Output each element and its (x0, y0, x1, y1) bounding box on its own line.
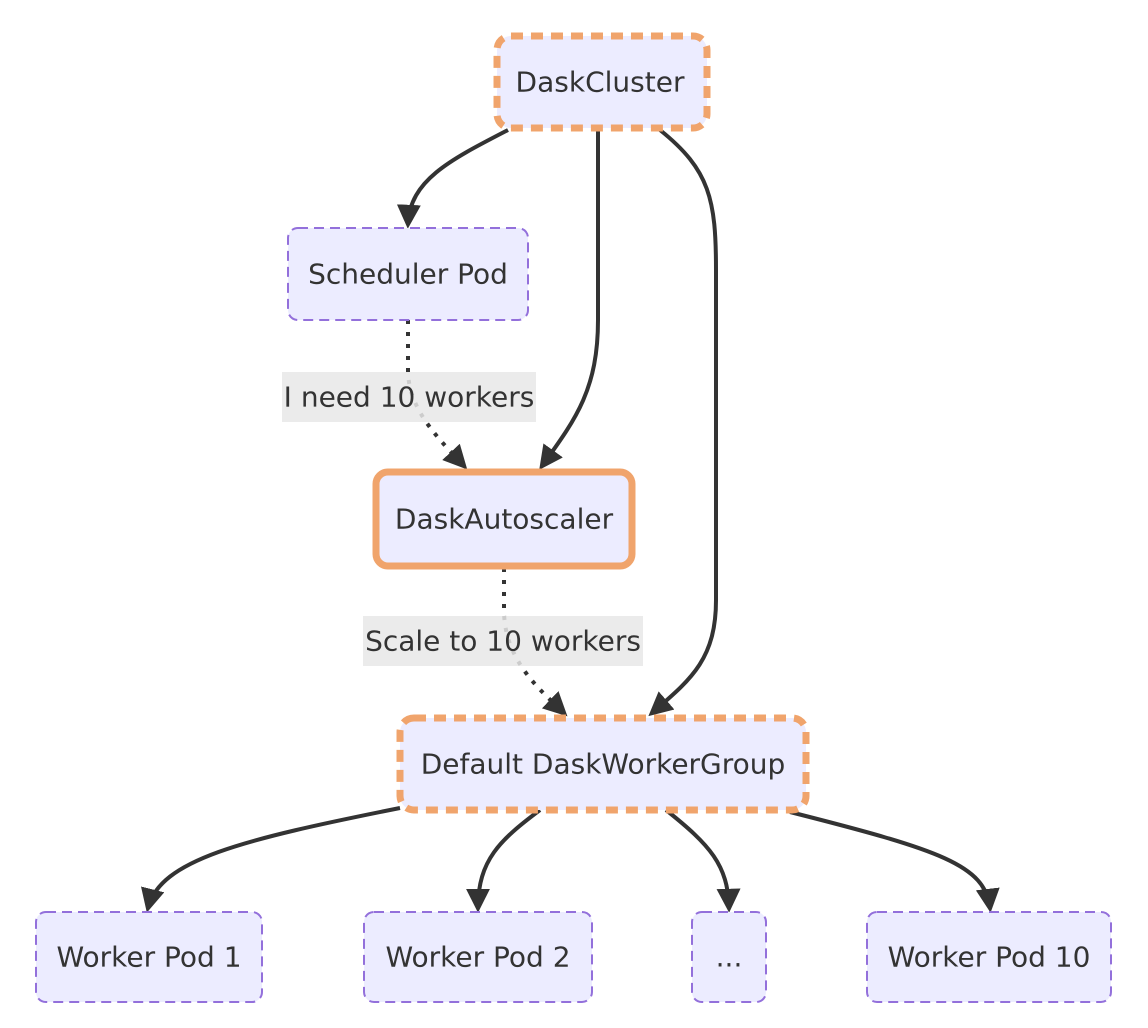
edge-daskcluster-to-workergroup (648, 128, 718, 717)
edge-label-text: Scale to 10 workers (365, 625, 641, 658)
node-worker-pod-ellipsis[interactable]: ... (691, 911, 767, 1003)
node-worker-pod-2[interactable]: Worker Pod 2 (363, 911, 593, 1003)
node-label: ... (716, 941, 743, 974)
edge-daskcluster-to-scheduler-pod (396, 128, 509, 229)
node-label: Worker Pod 10 (888, 941, 1091, 974)
edge-workergroup-to-worker-pod-10 (789, 810, 1000, 913)
edge-workergroup-to-worker-pod-ellipsis (664, 808, 741, 913)
edge-daskcluster-to-daskautoscaler (539, 130, 600, 470)
edge-workergroup-to-worker-pod-1 (141, 806, 401, 913)
node-scheduler-pod[interactable]: Scheduler Pod (287, 227, 529, 321)
node-worker-pod-1[interactable]: Worker Pod 1 (35, 911, 263, 1003)
edge-label-text: I need 10 workers (284, 381, 535, 414)
node-daskcluster[interactable]: DaskCluster (493, 32, 711, 132)
edge-workergroup-to-worker-pod-2 (466, 808, 542, 913)
edge-label-scale-to-10-workers: Scale to 10 workers (363, 616, 643, 666)
node-label: DaskAutoscaler (395, 503, 614, 536)
node-label: Default DaskWorkerGroup (421, 748, 786, 781)
node-default-daskworkergroup[interactable]: Default DaskWorkerGroup (396, 714, 810, 814)
node-label: Worker Pod 1 (56, 941, 241, 974)
node-worker-pod-10[interactable]: Worker Pod 10 (866, 911, 1112, 1003)
node-label: DaskCluster (516, 66, 685, 99)
node-label: Scheduler Pod (308, 258, 508, 291)
node-daskautoscaler[interactable]: DaskAutoscaler (372, 468, 636, 570)
node-label: Worker Pod 2 (385, 941, 570, 974)
edge-label-i-need-10-workers: I need 10 workers (282, 372, 536, 422)
